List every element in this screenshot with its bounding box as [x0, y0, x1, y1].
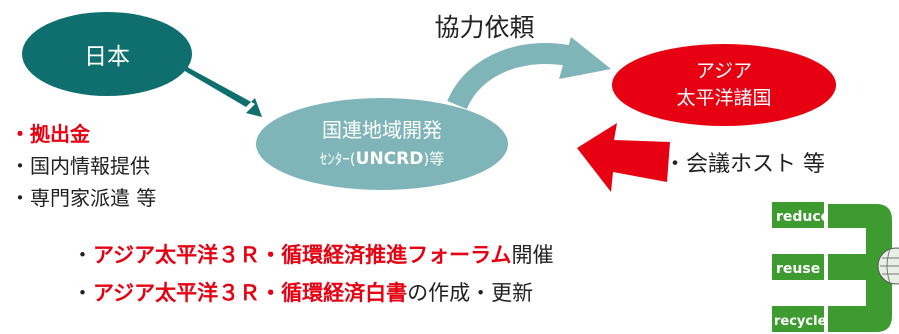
arrow-asia-to-uncrd — [577, 123, 670, 192]
list-item: ・国内情報提供 — [10, 150, 156, 182]
3r-logo-graphic: reduce reuse recycle — [772, 200, 899, 334]
curved-arrow-head — [559, 37, 611, 79]
list-item: ・専門家派遣 等 — [10, 182, 156, 214]
globe-icon-lines — [880, 248, 899, 284]
3r-logo: reduce reuse recycle — [772, 200, 899, 334]
list-item-text: 専門家派遣 等 — [30, 186, 157, 210]
node-japan: 日本 — [22, 12, 192, 96]
activity-rest: の作成・更新 — [407, 281, 534, 305]
bullet: ・ — [10, 186, 30, 210]
logo-bar-reuse — [772, 254, 824, 280]
logo-word-reduce: reduce — [776, 209, 830, 225]
activities-list: ・アジア太平洋３Ｒ・循環経済推進フォーラム開催 ・アジア太平洋３Ｒ・循環経済白書… — [72, 236, 554, 312]
node-uncrd: 国連地域開発 ｾﾝﾀｰ(UNCRD)等 — [256, 98, 508, 190]
curved-arrow-uncrd-to-asia — [447, 43, 583, 110]
node-asia-line2: 太平洋諸国 — [676, 87, 772, 109]
activity-item: ・アジア太平洋３Ｒ・循環経済推進フォーラム開催 — [72, 236, 554, 274]
node-asia-pacific: アジア 太平洋諸国 — [612, 44, 836, 126]
node-uncrd-suffix: )等 — [423, 150, 445, 169]
node-japan-label: 日本 — [84, 44, 130, 70]
node-uncrd-prefix: ｾﾝﾀｰ( — [319, 150, 356, 169]
logo-bar-reduce — [772, 202, 824, 228]
node-asia-line1: アジア — [695, 60, 753, 83]
bullet: ・ — [664, 152, 687, 177]
node-uncrd-line1: 国連地域開発 — [322, 118, 442, 143]
japan-contributions-list: ・拠出金 ・国内情報提供 ・専門家派遣 等 — [10, 118, 156, 214]
activity-highlight: アジア太平洋３Ｒ・循環経済推進フォーラム — [93, 243, 512, 267]
node-uncrd-abbrev: UNCRD — [355, 149, 424, 170]
logo-word-reuse: reuse — [776, 261, 820, 277]
list-item-text: 国内情報提供 — [30, 154, 150, 178]
bullet: ・ — [72, 243, 93, 267]
list-item-text: 会議ホスト 等 — [686, 152, 826, 177]
asia-contributions-list: ・会議ホスト 等 — [664, 146, 825, 178]
logo-word-recycle: recycle — [774, 314, 827, 329]
activity-rest: 開催 — [511, 243, 554, 267]
activity-highlight: アジア太平洋３Ｒ・循環経済白書 — [93, 281, 408, 305]
logo-bar-recycle — [772, 306, 824, 332]
arrow-japan-to-uncrd — [172, 52, 262, 117]
list-item-text: 拠出金 — [30, 122, 90, 146]
bullet: ・ — [10, 122, 30, 146]
activity-item: ・アジア太平洋３Ｒ・循環経済白書の作成・更新 — [72, 274, 554, 312]
logo-big-3 — [828, 204, 892, 332]
diagram-title: 協力依頼 — [434, 13, 535, 42]
node-uncrd-line2: ｾﾝﾀｰ(UNCRD)等 — [320, 146, 444, 172]
bullet: ・ — [10, 154, 30, 178]
list-item: ・拠出金 — [10, 118, 156, 150]
bullet: ・ — [72, 281, 93, 305]
